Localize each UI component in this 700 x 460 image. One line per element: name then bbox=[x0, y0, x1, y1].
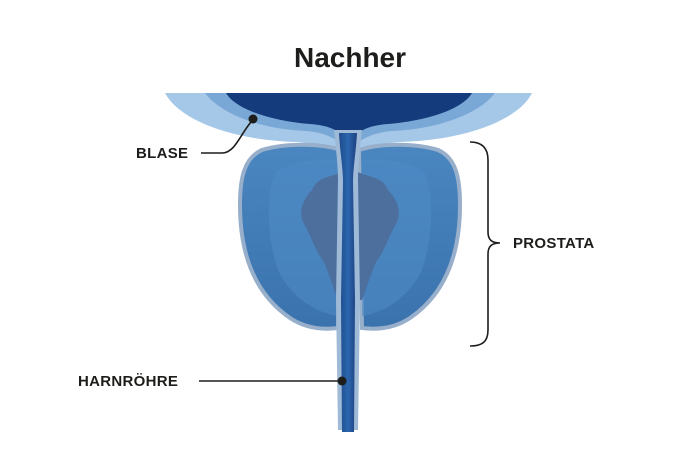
bladder-lumen bbox=[226, 93, 472, 134]
diagram-title: Nachher bbox=[293, 42, 407, 73]
bladder-label: BLASE bbox=[136, 145, 189, 162]
urethra-pointer-dot bbox=[337, 376, 347, 386]
bladder-pointer-dot bbox=[248, 114, 258, 124]
bladder-pointer bbox=[201, 114, 258, 154]
prostate-bracket bbox=[469, 141, 501, 347]
urethra-pointer bbox=[199, 376, 347, 386]
urethra-channel bbox=[339, 133, 357, 432]
resected-core-right bbox=[358, 172, 399, 300]
resected-core-left bbox=[301, 172, 342, 300]
urethra-label: HARNRÖHRE bbox=[78, 373, 179, 390]
prostate-label: PROSTATA bbox=[513, 235, 595, 252]
